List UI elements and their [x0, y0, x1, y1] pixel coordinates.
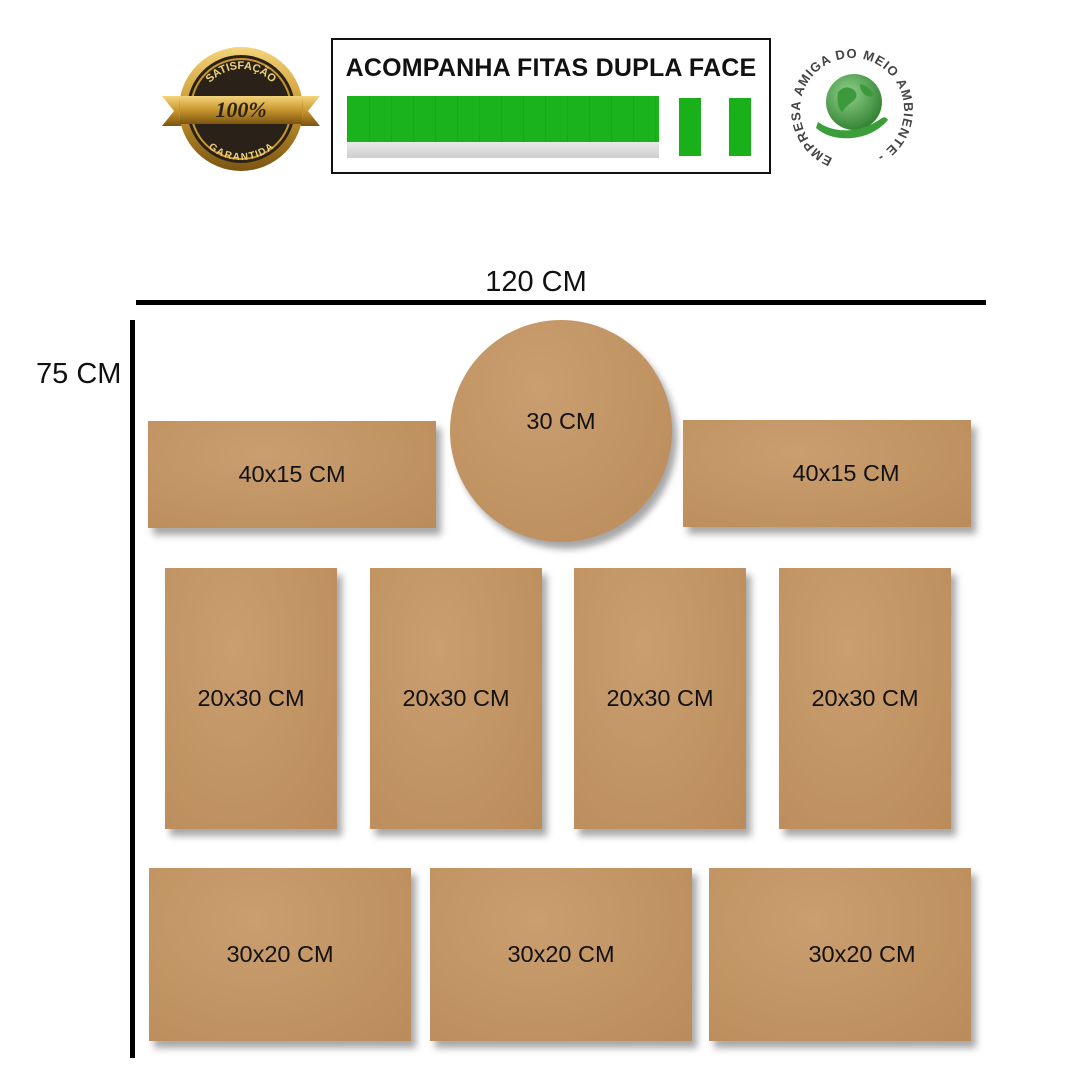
board-label: 20x30 CM [606, 685, 714, 711]
board-20x30: 20x30 CM [370, 568, 542, 829]
board-40x15-left: 40x15 CM [148, 421, 436, 528]
globe-icon [826, 74, 882, 130]
tape-piece [679, 98, 701, 156]
board-20x30: 20x30 CM [779, 568, 951, 829]
width-dimension-line [136, 300, 986, 305]
board-label: 30x20 CM [808, 941, 916, 967]
board-20x30: 20x30 CM [574, 568, 746, 829]
satisfaction-guarantee-badge: SATISFAÇÃO 100% GARANTIDA [162, 47, 320, 171]
tape-strip-green [347, 96, 659, 142]
board-label: 20x30 CM [197, 685, 305, 711]
board-label: 30x20 CM [507, 941, 615, 967]
board-30x20: 30x20 CM [430, 868, 692, 1041]
board-40x15-right: 40x15 CM [683, 420, 971, 527]
height-dimension-label: 75 CM [36, 358, 122, 390]
tape-piece [729, 98, 751, 156]
width-dimension-label: 120 CM [485, 266, 587, 298]
tape-box-title: ACOMPANHA FITAS DUPLA FACE [345, 54, 757, 82]
board-circle-30: 30 CM [450, 320, 672, 542]
board-label: 30 CM [526, 408, 596, 434]
eco-friendly-seal: EMPRESA AMIGA DO MEIO AMBIENTE - [788, 46, 915, 169]
hand-icon [816, 117, 888, 139]
board-label: 40x15 CM [238, 461, 346, 487]
board-20x30: 20x30 CM [165, 568, 337, 829]
tape-strip-liner [347, 142, 659, 158]
board-label: 30x20 CM [226, 941, 334, 967]
badge-center-text: 100% [215, 97, 266, 122]
board-label: 20x30 CM [811, 685, 919, 711]
board-label: 40x15 CM [792, 460, 900, 486]
board-label: 20x30 CM [402, 685, 510, 711]
tape-strip-image [347, 96, 659, 160]
board-30x20: 30x20 CM [149, 868, 411, 1041]
board-30x20: 30x20 CM [709, 868, 971, 1041]
height-dimension-line [130, 320, 135, 1058]
double-sided-tape-box: ACOMPANHA FITAS DUPLA FACE [331, 38, 771, 174]
